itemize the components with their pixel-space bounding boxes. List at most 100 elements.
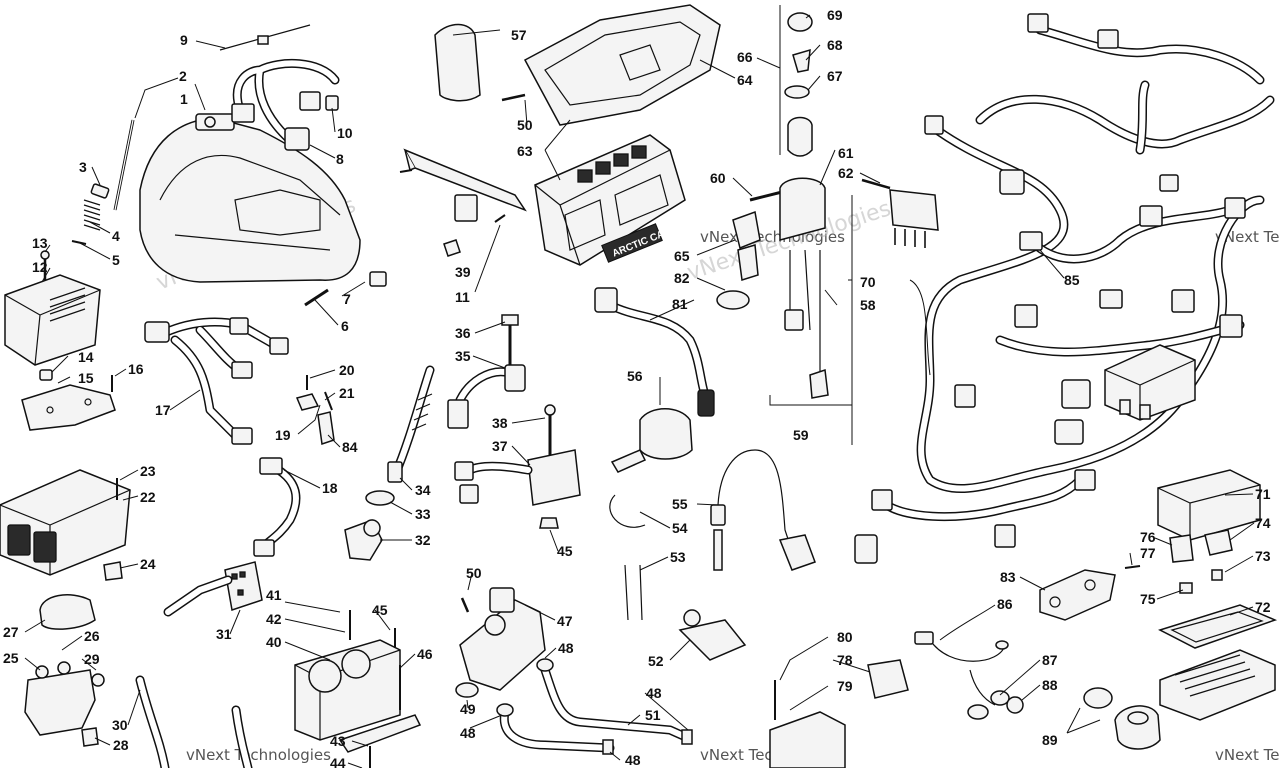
callout-1: 1 bbox=[180, 91, 188, 107]
callout-57: 57 bbox=[511, 27, 527, 43]
relay-74 bbox=[1204, 529, 1233, 556]
nut-45 bbox=[539, 517, 559, 529]
callout-67: 67 bbox=[827, 68, 843, 84]
callout-48: 48 bbox=[625, 752, 641, 768]
callout-45: 45 bbox=[372, 602, 388, 618]
relay-module-37 bbox=[454, 404, 581, 506]
callout-46: 46 bbox=[417, 646, 433, 662]
callout-3: 3 bbox=[79, 159, 87, 175]
callout-23: 23 bbox=[140, 463, 156, 479]
screw-50 bbox=[501, 93, 526, 102]
callout-53: 53 bbox=[670, 549, 686, 565]
callout-64: 64 bbox=[737, 72, 753, 88]
callout-72: 72 bbox=[1255, 599, 1271, 615]
callout-80: 80 bbox=[837, 629, 853, 645]
callout-82: 82 bbox=[674, 270, 690, 286]
callout-35: 35 bbox=[455, 348, 471, 364]
fuse-75 bbox=[1179, 582, 1193, 594]
callout-65: 65 bbox=[674, 248, 690, 264]
clip-53 bbox=[624, 564, 643, 621]
callout-89: 89 bbox=[1042, 732, 1058, 748]
callout-70: 70 bbox=[860, 274, 876, 290]
buzzer-56 bbox=[610, 408, 693, 473]
fuse-box-cover-71 bbox=[1157, 469, 1261, 541]
wiring-harness-18 bbox=[253, 457, 301, 557]
callout-48: 48 bbox=[558, 640, 574, 656]
callout-49: 49 bbox=[460, 701, 476, 717]
speed-sensor-81 bbox=[594, 287, 715, 417]
connector-7 bbox=[369, 271, 387, 287]
callout-15: 15 bbox=[78, 370, 94, 386]
callout-16: 16 bbox=[128, 361, 144, 377]
mounting-bracket-11 bbox=[399, 148, 527, 223]
callout-labels: 1 2 3 4 5 6 7 8 9 10 11 12 13 14 15 16 1… bbox=[3, 7, 1271, 768]
foam-tape-57 bbox=[434, 23, 481, 102]
callout-63: 63 bbox=[517, 143, 533, 159]
callout-77: 77 bbox=[1140, 545, 1156, 561]
retaining-ring-54 bbox=[609, 494, 646, 528]
callout-62: 62 bbox=[838, 165, 854, 181]
fuel-pump-assembly-47 bbox=[455, 587, 546, 698]
wiring-harness-17 bbox=[144, 317, 289, 445]
callout-2: 2 bbox=[179, 68, 187, 84]
callout-51: 51 bbox=[645, 707, 661, 723]
mounting-bracket-14 bbox=[21, 369, 116, 431]
callout-34: 34 bbox=[415, 482, 431, 498]
temperature-sensor-55 bbox=[710, 449, 816, 571]
callout-24: 24 bbox=[140, 556, 156, 572]
fuse-73 bbox=[1211, 569, 1223, 581]
callout-4: 4 bbox=[112, 228, 120, 244]
callout-22: 22 bbox=[140, 489, 156, 505]
watermark-text: vNext Technologies bbox=[1215, 228, 1280, 246]
callout-76: 76 bbox=[1140, 529, 1156, 545]
callout-11: 11 bbox=[455, 289, 470, 305]
callout-66: 66 bbox=[737, 49, 753, 65]
callout-30: 30 bbox=[112, 717, 128, 733]
gauge-bezel-64 bbox=[523, 4, 721, 126]
callout-20: 20 bbox=[339, 362, 355, 378]
callout-21: 21 bbox=[339, 385, 355, 401]
callout-75: 75 bbox=[1140, 591, 1156, 607]
nut-33 bbox=[365, 490, 395, 506]
cable-tie-head bbox=[257, 35, 269, 45]
callout-47: 47 bbox=[557, 613, 573, 629]
callout-55: 55 bbox=[672, 496, 688, 512]
callout-13: 13 bbox=[32, 235, 48, 251]
callout-18: 18 bbox=[322, 480, 338, 496]
callout-33: 33 bbox=[415, 506, 431, 522]
pressure-switch-32 bbox=[344, 519, 383, 561]
fuel-hoses-51 bbox=[496, 658, 693, 755]
callout-59: 59 bbox=[793, 427, 809, 443]
callout-56: 56 bbox=[627, 368, 643, 384]
adjuster-screw bbox=[71, 119, 135, 245]
power-outlet-89 bbox=[1083, 687, 1161, 750]
fuse-box-gasket-72 bbox=[1158, 604, 1278, 649]
callout-28: 28 bbox=[113, 737, 129, 753]
callout-8: 8 bbox=[336, 151, 344, 167]
main-wiring-harness-70 bbox=[854, 13, 1275, 564]
starter-solenoid-25 bbox=[24, 594, 105, 747]
callout-50: 50 bbox=[517, 117, 533, 133]
watermark-text: vNext Technologies bbox=[186, 746, 331, 764]
callout-29: 29 bbox=[84, 651, 100, 667]
callout-44: 44 bbox=[330, 755, 346, 768]
callout-61: 61 bbox=[838, 145, 854, 161]
switch-31 bbox=[163, 561, 263, 617]
fuse-box-base bbox=[1159, 649, 1276, 721]
callout-71: 71 bbox=[1255, 486, 1271, 502]
callout-37: 37 bbox=[492, 438, 508, 454]
callout-48: 48 bbox=[646, 685, 662, 701]
callout-9: 9 bbox=[180, 32, 188, 48]
callout-43: 43 bbox=[330, 733, 346, 749]
callout-60: 60 bbox=[710, 170, 726, 186]
fuel-pump-40 bbox=[294, 610, 422, 768]
bracket-83 bbox=[1039, 569, 1116, 621]
sensor-65 bbox=[716, 210, 761, 310]
nut-39 bbox=[443, 239, 461, 257]
callout-32: 32 bbox=[415, 532, 431, 548]
leader-lines bbox=[24, 14, 1255, 768]
fuse-77 bbox=[1124, 565, 1141, 569]
callout-73: 73 bbox=[1255, 548, 1271, 564]
cable-core bbox=[137, 677, 168, 768]
